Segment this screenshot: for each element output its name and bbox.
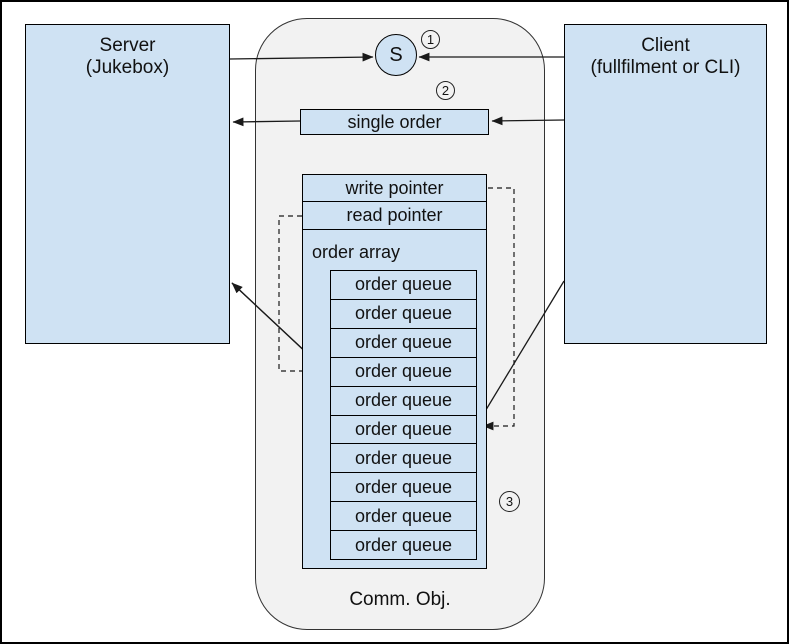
step-3-number: 3 [505,494,514,509]
step-marker-3: 3 [499,491,520,512]
read-pointer-box: read pointer [302,201,487,230]
order-queue-row: order queue [354,534,453,555]
comm-object-caption: Comm. Obj. [349,589,451,610]
client-title-line1: Client [641,35,690,56]
write-pointer-label: write pointer [345,177,444,198]
order-queue-row: order queue [331,271,476,300]
client-title-line2: (fullfilment or CLI) [590,57,741,78]
order-queue-row: order queue [331,416,476,445]
order-queue-row: order queue [331,387,476,416]
server-title-line1: Server [99,35,156,56]
single-order-label: single order [347,111,442,132]
server-box: Server (Jukebox) [25,24,230,344]
order-queue-row: order queue [331,300,476,329]
order-queue-row: order queue [331,502,476,532]
step-1-number: 1 [426,32,435,47]
order-queue-row: order queue [331,473,476,503]
write-pointer-box: write pointer [302,174,487,202]
order-queue-row: order queue [331,329,476,358]
read-pointer-label: read pointer [346,205,443,225]
step-marker-2: 2 [436,81,455,100]
semaphore-circle: S [375,34,417,76]
order-queue-stack: order queue order queue order queue orde… [330,270,477,560]
order-queue-row: order queue [331,358,476,387]
semaphore-label: S [389,43,403,66]
client-box: Client (fullfilment or CLI) [564,24,767,344]
order-array-label: order array [312,242,401,262]
server-title-line2: (Jukebox) [85,57,170,78]
order-queue-row: order queue [331,444,476,474]
step-marker-1: 1 [421,30,440,49]
step-2-number: 2 [441,83,450,98]
single-order-box: single order [300,109,489,135]
